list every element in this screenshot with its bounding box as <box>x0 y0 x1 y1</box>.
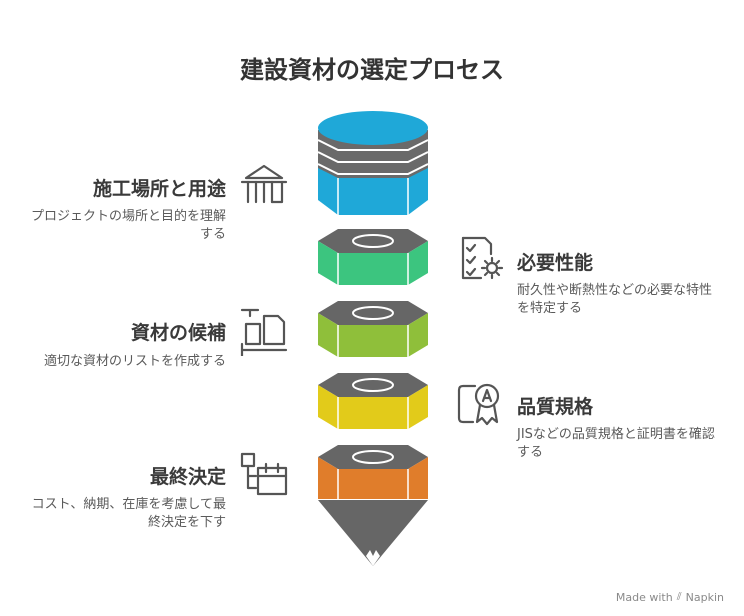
step-title-1: 施工場所と用途 <box>92 178 226 200</box>
stack-layers <box>318 229 428 499</box>
checklist-gear-icon <box>455 232 507 288</box>
calendar-decision-icon <box>238 448 290 504</box>
stack-tip <box>318 500 428 566</box>
step-title-3: 資材の候補 <box>130 322 226 344</box>
step-desc-1: プロジェクトの場所と目的を理解する <box>30 209 226 242</box>
brand-text: Napkin <box>685 590 724 604</box>
step-desc-4: JISなどの品質規格と証明書を確認する <box>517 427 715 460</box>
step-title-5: 最終決定 <box>149 466 226 488</box>
step-title-2: 必要性能 <box>517 252 594 274</box>
certificate-badge-icon <box>455 378 507 434</box>
stack-layer-2 <box>318 229 428 285</box>
made-with-text: Made with <box>615 590 673 604</box>
made-with-footer: Made with ⫽ Napkin <box>616 590 724 604</box>
step-desc-2: 耐久性や断熱性などの必要な特性を特定する <box>517 283 713 316</box>
dimension-material-icon <box>238 304 290 360</box>
step-desc-3: 適切な資材のリストを作成する <box>43 354 226 369</box>
stack-layer-4 <box>318 373 428 429</box>
stack-layer-5 <box>318 445 428 499</box>
step-title-4: 品質規格 <box>517 396 594 418</box>
napkin-logo-icon: ⫽ <box>676 590 682 603</box>
stack-cap <box>317 111 429 215</box>
stack-layer-3 <box>318 301 428 357</box>
step-desc-5: コスト、納期、在庫を考慮して最終決定を下す <box>31 497 226 530</box>
page-title: 建設資材の選定プロセス <box>240 56 504 84</box>
building-facade-icon <box>238 158 290 214</box>
